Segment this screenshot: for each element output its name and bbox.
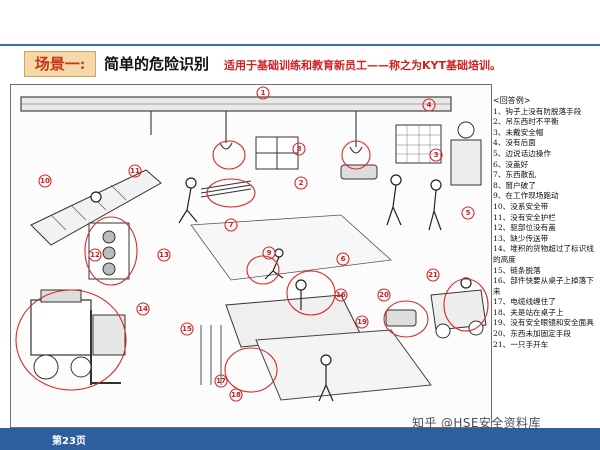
marker-20: 20 (379, 291, 389, 299)
scene-tag: 场景一: (24, 51, 96, 77)
top-blank-bar (0, 0, 600, 30)
answer-item: 16、部件快要从桌子上掉落下来 (493, 276, 594, 296)
marker-8: 8 (297, 145, 302, 153)
answer-list-title: <回答例> (493, 96, 531, 105)
marker-15: 15 (182, 325, 192, 333)
page-number: 第23页 (52, 436, 86, 447)
page-subtitle: 适用于基础训练和教育新员工——称之为KYT基础培训。 (224, 59, 501, 72)
answer-item: 10、没系安全带 (493, 201, 549, 211)
marker-11: 11 (130, 167, 140, 175)
answer-item: 14、堆积的货物超过了标识线的高度 (493, 244, 594, 264)
marker-12: 12 (90, 251, 100, 259)
answer-item: 19、没有安全眼镜和安全面具 (493, 318, 594, 328)
marker-17: 17 (216, 377, 226, 385)
answer-item: 1、钩子上没有防脱落手段 (493, 106, 582, 116)
marker-10: 10 (40, 177, 50, 185)
marker-14: 14 (138, 305, 148, 313)
answer-item: 9、在工作现场跑动 (493, 191, 559, 201)
answer-item: 8、窗户破了 (493, 180, 536, 190)
answer-item: 17、电缆线缠住了 (493, 297, 556, 307)
watermark: 知乎 @HSE安全资料库 (412, 416, 541, 430)
answer-item: 11、没有安全护栏 (493, 212, 556, 222)
marker-6: 6 (341, 255, 346, 263)
answer-item: 7、东西散乱 (493, 170, 536, 180)
factory-scene-drawing: 1 2 3 4 5 6 7 8 9 10 11 12 13 14 15 16 1… (15, 86, 489, 402)
answer-item: 21、一只手开车 (493, 339, 549, 349)
marker-9: 9 (267, 249, 272, 257)
hazard-illustration: 1 2 3 4 5 6 7 8 9 10 11 12 13 14 15 16 1… (10, 84, 492, 428)
marker-2: 2 (299, 179, 304, 187)
marker-19: 19 (357, 318, 367, 326)
answer-item: 5、边说话边操作 (493, 148, 551, 158)
answer-item: 12、驱部位没有盖 (493, 223, 556, 233)
marker-13: 13 (159, 251, 169, 259)
answer-list: <回答例> 1、钩子上没有防脱落手段 2、吊东西时不平衡 3、未戴安全帽 4、没… (493, 96, 595, 396)
marker-3: 3 (434, 151, 439, 159)
marker-7: 7 (229, 221, 234, 229)
answer-item: 2、吊东西时不平衡 (493, 117, 559, 127)
marker-16: 16 (336, 291, 346, 299)
marker-5: 5 (466, 209, 471, 217)
footer-bar (0, 428, 600, 450)
answer-item: 15、链条脱落 (493, 265, 541, 275)
answer-item: 3、未戴安全帽 (493, 127, 544, 137)
answer-item: 4、没有后面 (493, 138, 536, 148)
marker-4: 4 (427, 101, 432, 109)
header-divider (0, 44, 600, 46)
answer-item: 18、夫是站在桌子上 (493, 307, 564, 317)
answer-item: 20、东西未加固定手段 (493, 329, 572, 339)
marker-1: 1 (261, 89, 266, 97)
page-title: 简单的危险识别 (104, 55, 210, 73)
answer-item: 6、没盖好 (493, 159, 529, 169)
answer-item: 13、缺少传送带 (493, 233, 549, 243)
marker-18: 18 (231, 391, 241, 399)
marker-21: 21 (428, 271, 438, 279)
